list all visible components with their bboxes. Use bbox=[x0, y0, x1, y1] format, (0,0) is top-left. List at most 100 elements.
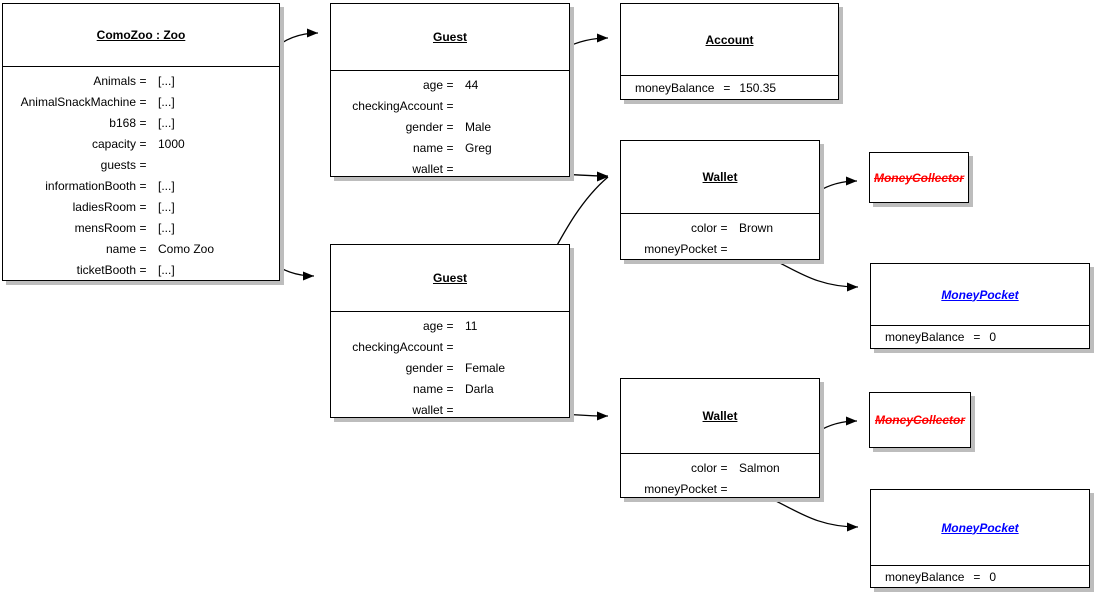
equals-sign: = bbox=[720, 241, 728, 256]
field-label: color bbox=[690, 460, 717, 475]
guest1-object-box[interactable]: Guest age=44 checkingAccount= gender=Mal… bbox=[330, 3, 570, 177]
equals-sign: = bbox=[139, 136, 147, 151]
field-label: Animals bbox=[93, 73, 136, 88]
account-object-box[interactable]: Account moneyBalance = 150.35 bbox=[620, 3, 839, 100]
collector2-object-box[interactable]: MoneyCollector bbox=[869, 392, 971, 448]
collector1-title-compartment: MoneyCollector bbox=[870, 153, 968, 202]
equals-sign: = bbox=[720, 460, 728, 475]
field-label: guests bbox=[100, 157, 136, 172]
wallet2-object-box[interactable]: Wallet color=Salmon moneyPocket= bbox=[620, 378, 820, 498]
equals-sign: = bbox=[139, 157, 147, 172]
field-row-ticketbooth: ticketBooth=[...] bbox=[3, 259, 279, 280]
field-value: [...] bbox=[158, 262, 175, 277]
field-value: [...] bbox=[158, 178, 175, 193]
field-row-capacity: capacity= 1000 bbox=[3, 133, 279, 154]
field-label: capacity bbox=[91, 136, 136, 151]
field-row-ladiesroom: ladiesRoom=[...] bbox=[3, 196, 279, 217]
equals-sign: = bbox=[446, 77, 454, 92]
field-label: age bbox=[422, 318, 443, 333]
field-value: Male bbox=[465, 119, 492, 134]
field-row-name: name= Greg bbox=[331, 137, 569, 158]
field-label: name bbox=[412, 381, 443, 396]
equals-sign: = bbox=[446, 140, 454, 155]
equals-sign: = bbox=[446, 360, 454, 375]
field-row-mensroom: mensRoom=[...] bbox=[3, 217, 279, 238]
field-label: color bbox=[690, 220, 717, 235]
field-label: moneyBalance bbox=[885, 330, 965, 344]
field-row-wallet: wallet= bbox=[331, 158, 569, 179]
collector2-title: MoneyCollector bbox=[874, 413, 965, 427]
field-row-moneypocket: moneyPocket= bbox=[621, 478, 819, 499]
field-value: [...] bbox=[158, 73, 175, 88]
field-label: age bbox=[422, 77, 443, 92]
guest2-fields: age=11 checkingAccount= gender=Female na… bbox=[331, 312, 569, 420]
field-row-gender: gender= Male bbox=[331, 116, 569, 137]
account-title: Account bbox=[705, 32, 754, 47]
zoo-title-compartment: ComoZoo : Zoo bbox=[3, 4, 279, 67]
guest2-object-box[interactable]: Guest age=11 checkingAccount= gender=Fem… bbox=[330, 244, 570, 418]
equals-sign: = bbox=[446, 98, 454, 113]
equals-sign: = bbox=[446, 381, 454, 396]
zoo-object-box[interactable]: ComoZoo : Zoo Animals=[...] AnimalSnackM… bbox=[2, 3, 280, 281]
field-value: 150.35 bbox=[739, 80, 777, 95]
account-fields: moneyBalance = 150.35 bbox=[621, 76, 838, 99]
field-row-gender: gender=Female bbox=[331, 357, 569, 378]
field-label: wallet bbox=[412, 402, 443, 417]
equals-sign: = bbox=[723, 80, 731, 95]
equals-sign: = bbox=[446, 339, 454, 354]
equals-sign: = bbox=[139, 73, 147, 88]
collector1-object-box[interactable]: MoneyCollector bbox=[869, 152, 969, 203]
field-value: Greg bbox=[465, 140, 492, 155]
guest1-title-compartment: Guest bbox=[331, 4, 569, 71]
field-row-color: color=Brown bbox=[621, 217, 819, 238]
equals-sign: = bbox=[720, 481, 728, 496]
field-label: moneyPocket bbox=[644, 481, 717, 496]
field-value: Como Zoo bbox=[158, 241, 215, 256]
field-row-animals: Animals= [...] bbox=[3, 70, 279, 91]
pocket2-fields: moneyBalance = 0 bbox=[871, 566, 1089, 587]
guest1-title: Guest bbox=[432, 30, 467, 44]
field-value: Salmon bbox=[739, 460, 780, 475]
equals-sign: = bbox=[720, 220, 728, 235]
equals-sign: = bbox=[446, 161, 454, 176]
field-label: checkingAccount bbox=[352, 98, 443, 113]
equals-sign: = bbox=[973, 330, 981, 344]
field-value: 0 bbox=[989, 330, 997, 344]
field-value: [...] bbox=[158, 199, 175, 214]
equals-sign: = bbox=[139, 94, 147, 109]
account-title-compartment: Account bbox=[621, 4, 838, 76]
field-value: 1000 bbox=[158, 136, 185, 151]
field-value: 44 bbox=[465, 77, 479, 92]
field-value: 0 bbox=[989, 569, 997, 584]
field-row-moneybalance: moneyBalance = 150.35 bbox=[621, 76, 838, 99]
equals-sign: = bbox=[973, 569, 981, 584]
collector1-title: MoneyCollector bbox=[873, 170, 964, 185]
field-label: moneyPocket bbox=[644, 241, 717, 256]
equals-sign: = bbox=[139, 262, 147, 277]
wallet1-object-box[interactable]: Wallet color=Brown moneyPocket= bbox=[620, 140, 820, 260]
wallet2-fields: color= Salmon moneyPocket= bbox=[621, 454, 819, 499]
field-row-age: age=11 bbox=[331, 315, 569, 336]
guest2-title: Guest bbox=[432, 271, 467, 285]
field-label: name bbox=[105, 241, 136, 256]
field-row-wallet: wallet= bbox=[331, 399, 569, 420]
field-label: gender bbox=[405, 119, 443, 134]
field-row-moneybalance: moneyBalance = 0 bbox=[871, 326, 1089, 348]
field-row-informationbooth: informationBooth=[...] bbox=[3, 175, 279, 196]
field-row-animalsnackmachine: AnimalSnackMachine=[...] bbox=[3, 91, 279, 112]
field-label: moneyBalance bbox=[885, 569, 965, 584]
field-label: AnimalSnackMachine bbox=[20, 94, 136, 109]
field-row-b168: b168=[...] bbox=[3, 112, 279, 133]
zoo-fields: Animals=[...] AnimalSnackMachine=[...] b… bbox=[3, 67, 279, 280]
pocket1-object-box[interactable]: MoneyPocket moneyBalance=0 bbox=[870, 263, 1090, 349]
field-row-checkingaccount: checkingAccount= bbox=[331, 95, 569, 116]
wallet1-title-compartment: Wallet bbox=[621, 141, 819, 214]
field-label: gender bbox=[405, 360, 443, 375]
zoo-title: ComoZoo : Zoo bbox=[96, 28, 186, 42]
pocket2-object-box[interactable]: MoneyPocket moneyBalance=0 bbox=[870, 489, 1090, 588]
field-label: moneyBalance bbox=[635, 80, 715, 95]
equals-sign: = bbox=[446, 119, 454, 134]
equals-sign: = bbox=[139, 220, 147, 235]
field-label: name bbox=[412, 140, 443, 155]
